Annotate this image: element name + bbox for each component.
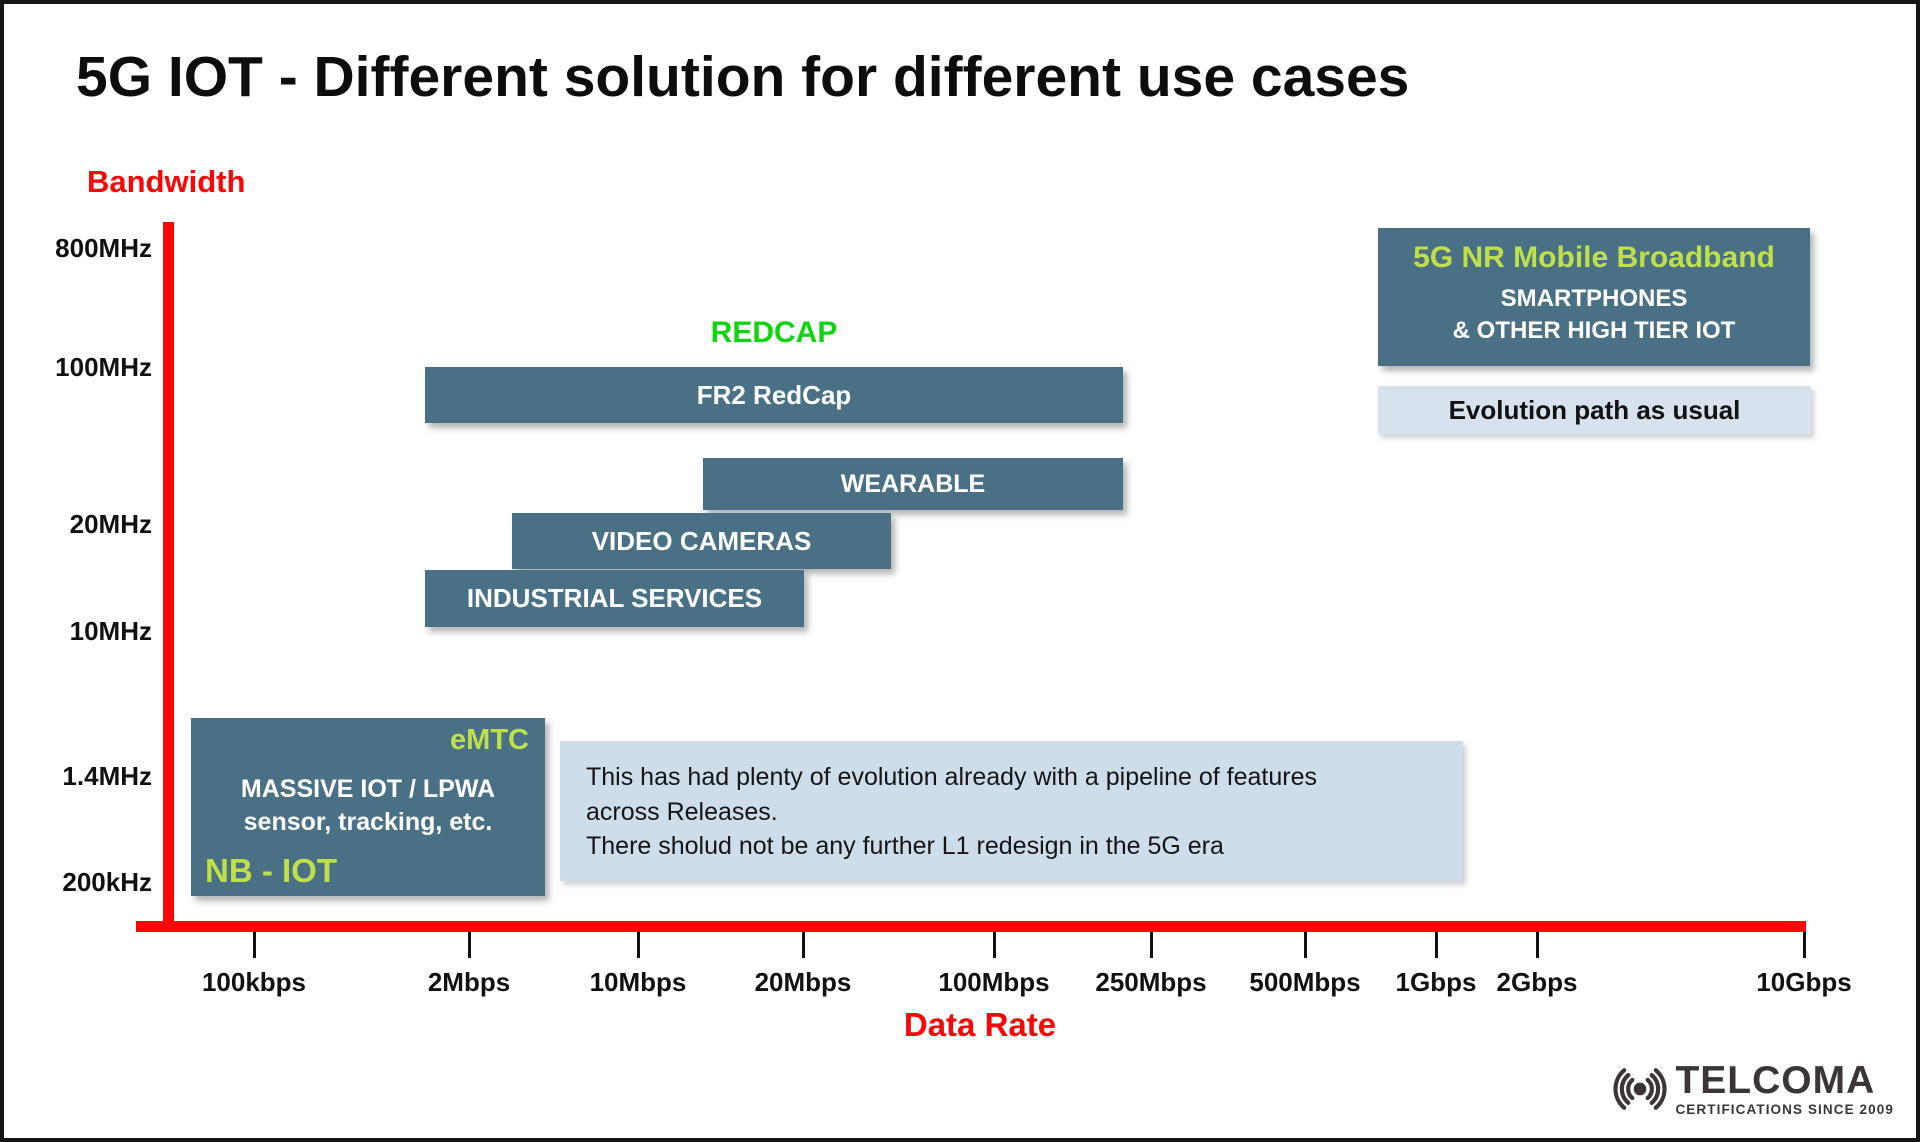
redcap-group-label: REDCAP [710,316,838,349]
y-axis-line [163,222,174,932]
note-box: This has had plenty of evolution already… [560,741,1463,881]
x-axis-line [136,921,1806,932]
emtc-label: eMTC [450,724,529,756]
x-tick-mark [1536,932,1539,958]
x-axis-title: Data Rate [903,1006,1057,1043]
nbiot-label: NB - IOT [205,852,337,889]
x-tick-label: 100kbps [201,967,307,997]
evolution-text: Evolution path as usual [1448,394,1741,425]
x-tick-label: 10Mbps [589,967,687,997]
evolution-box: Evolution path as usual [1378,386,1811,434]
x-tick-mark [1435,932,1438,958]
radio-waves-icon [1611,1060,1669,1118]
x-tick-label: 100Mbps [938,967,1050,997]
x-tick-label: 250Mbps [1095,967,1207,997]
massive-iot-text: MASSIVE IOT / LPWA sensor, tracking, etc… [240,775,496,836]
y-axis-title: Bandwidth [87,164,246,199]
logo-wordmark: TELCOMA [1675,1059,1876,1103]
x-tick-mark [1803,932,1806,958]
x-tick-label: 1Gbps [1395,967,1477,997]
x-tick-mark [468,932,471,958]
bar-wearable: WEARABLE [703,458,1123,510]
x-tick-label: 2Mbps [427,967,511,997]
x-tick-label: 20Mbps [754,967,852,997]
y-tick-label: 10MHz [69,616,152,646]
x-tick-mark [1304,932,1307,958]
x-tick-mark [802,932,805,958]
y-tick-label: 100MHz [55,352,152,382]
broadband-title: 5G NR Mobile Broadband [1413,241,1775,274]
broadband-box: 5G NR Mobile Broadband SMARTPHONES & OTH… [1378,228,1810,366]
bar-fr2-redcap: FR2 RedCap [425,367,1123,423]
x-tick-label: 2Gbps [1496,967,1578,997]
y-tick-label: 1.4MHz [62,761,152,791]
bar-industrial-services: INDUSTRIAL SERVICES [425,570,804,627]
x-tick-mark [253,932,256,958]
x-tick-mark [993,932,996,958]
emtc-nbiot-box: eMTC MASSIVE IOT / LPWA sensor, tracking… [191,718,545,896]
broadband-subtext: SMARTPHONES & OTHER HIGH TIER IOT [1452,285,1736,345]
logo-tagline: CERTIFICATIONS SINCE 2009 [1675,1102,1894,1118]
page-title: 5G IOT - Different solution for differen… [76,45,1410,109]
x-tick-mark [1150,932,1153,958]
x-tick-mark [637,932,640,958]
telcoma-logo: TELCOMA CERTIFICATIONS SINCE 2009 [1611,1060,1894,1118]
y-tick-label: 200kHz [62,867,152,897]
x-tick-label: 500Mbps [1249,967,1361,997]
x-tick-label: 10Gbps [1756,967,1852,997]
y-tick-label: 20MHz [69,509,152,539]
bar-video-cameras: VIDEO CAMERAS [512,513,891,569]
y-tick-label: 800MHz [55,233,152,263]
